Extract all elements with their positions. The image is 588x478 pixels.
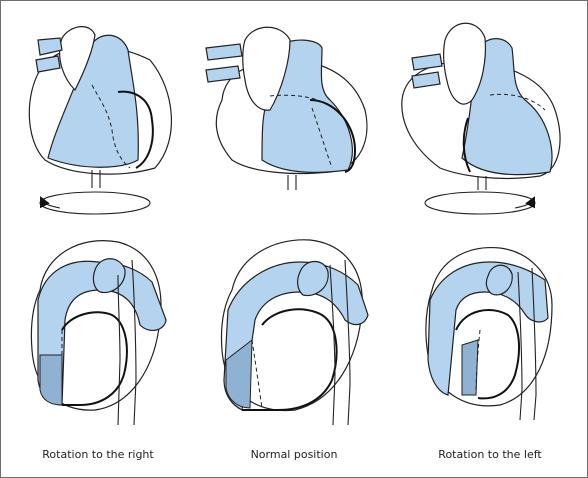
heart-side-rotated-left — [425, 246, 553, 421]
heart-front-rotated-right — [28, 26, 172, 215]
heart-front-rotated-left — [401, 22, 561, 215]
heart-side-rotated-right — [30, 240, 167, 426]
caption-normal-position: Normal position — [250, 448, 338, 461]
caption-rotation-right: Rotation to the right — [42, 448, 154, 461]
heart-side-normal — [220, 239, 369, 426]
caption-rotation-left: Rotation to the left — [438, 448, 542, 461]
heart-front-normal — [205, 26, 368, 190]
